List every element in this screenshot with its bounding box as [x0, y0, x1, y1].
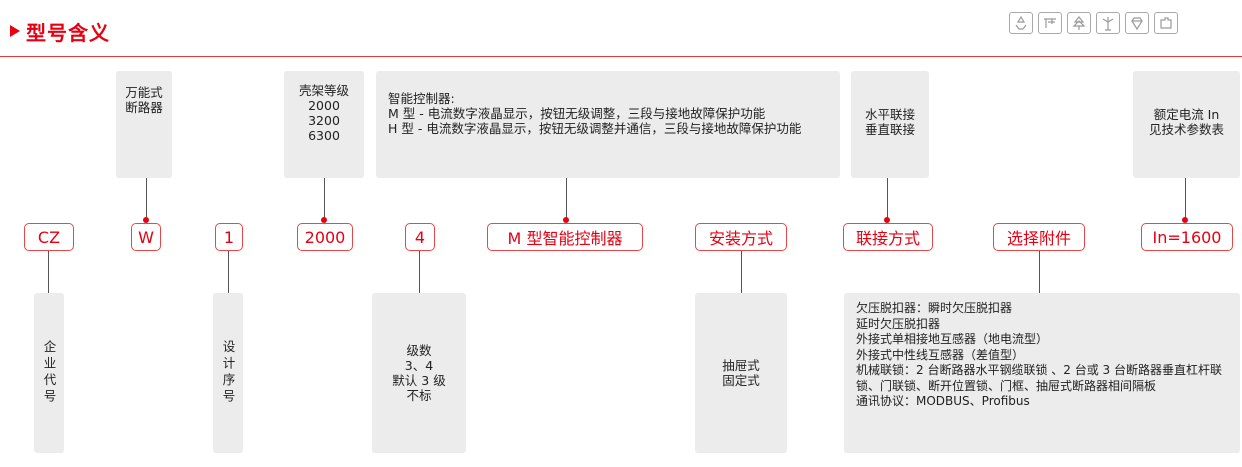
section-title: 型号含义	[26, 20, 110, 45]
connector-line	[146, 178, 147, 220]
feature-icon-strip	[1009, 12, 1178, 34]
connector-dot	[143, 217, 149, 223]
code-rated-current: In=1600	[1141, 223, 1233, 251]
connector-line	[48, 251, 49, 293]
frame-rating-box: 壳架等级 2000 3200 6300	[284, 71, 364, 178]
connector-dot	[563, 217, 569, 223]
connector-line	[324, 178, 325, 220]
breaker-type-box: 万能式 断路器	[116, 71, 172, 178]
connector-line	[1039, 251, 1040, 293]
puzzle-icon	[1154, 12, 1178, 34]
code-cz: CZ	[24, 223, 74, 251]
connection-box: 水平联接 垂直联接	[851, 71, 929, 178]
company-code-box: 企业代号	[34, 293, 64, 453]
code-1: 1	[215, 223, 243, 251]
code-connection: 联接方式	[843, 223, 933, 251]
connector-line	[419, 251, 420, 293]
code-m-controller: M 型智能控制器	[487, 223, 643, 251]
connector-line	[566, 178, 567, 220]
design-serial-box: 设计序号	[213, 293, 243, 453]
code-accessories: 选择附件	[993, 223, 1085, 251]
code-2000: 2000	[297, 223, 353, 251]
connector-line	[741, 251, 742, 293]
accessories-box: 欠压脱扣器：瞬时欠压脱扣器 延时欠压脱扣器 外接式单相接地互感器（地电流型） 外…	[844, 293, 1240, 453]
controller-box: 智能控制器: M 型 - 电流数字液晶显示，按钮无级调整，三段与接地故障保护功能…	[376, 71, 840, 178]
tree-icon	[1067, 12, 1091, 34]
caliper-icon	[1038, 12, 1062, 34]
connector-dot	[884, 217, 890, 223]
connector-dot	[321, 217, 327, 223]
code-w: W	[131, 223, 161, 251]
installation-box: 抽屉式 固定式	[695, 293, 787, 453]
connector-line	[1185, 178, 1186, 220]
diamond-icon	[1125, 12, 1149, 34]
recycle-icon	[1009, 12, 1033, 34]
code-installation: 安装方式	[695, 223, 787, 251]
section-header: 型号含义	[10, 14, 110, 48]
connector-line	[228, 251, 229, 293]
code-4: 4	[405, 223, 435, 251]
wind-turbine-icon	[1096, 12, 1120, 34]
header-divider	[0, 56, 1242, 57]
poles-box: 级数 3、4 默认 3 级 不标	[372, 293, 466, 453]
header-arrow-icon	[10, 25, 20, 37]
rated-current-box: 额定电流 In 见技术参数表	[1133, 71, 1240, 178]
connector-line	[887, 178, 888, 220]
connector-dot	[1182, 217, 1188, 223]
